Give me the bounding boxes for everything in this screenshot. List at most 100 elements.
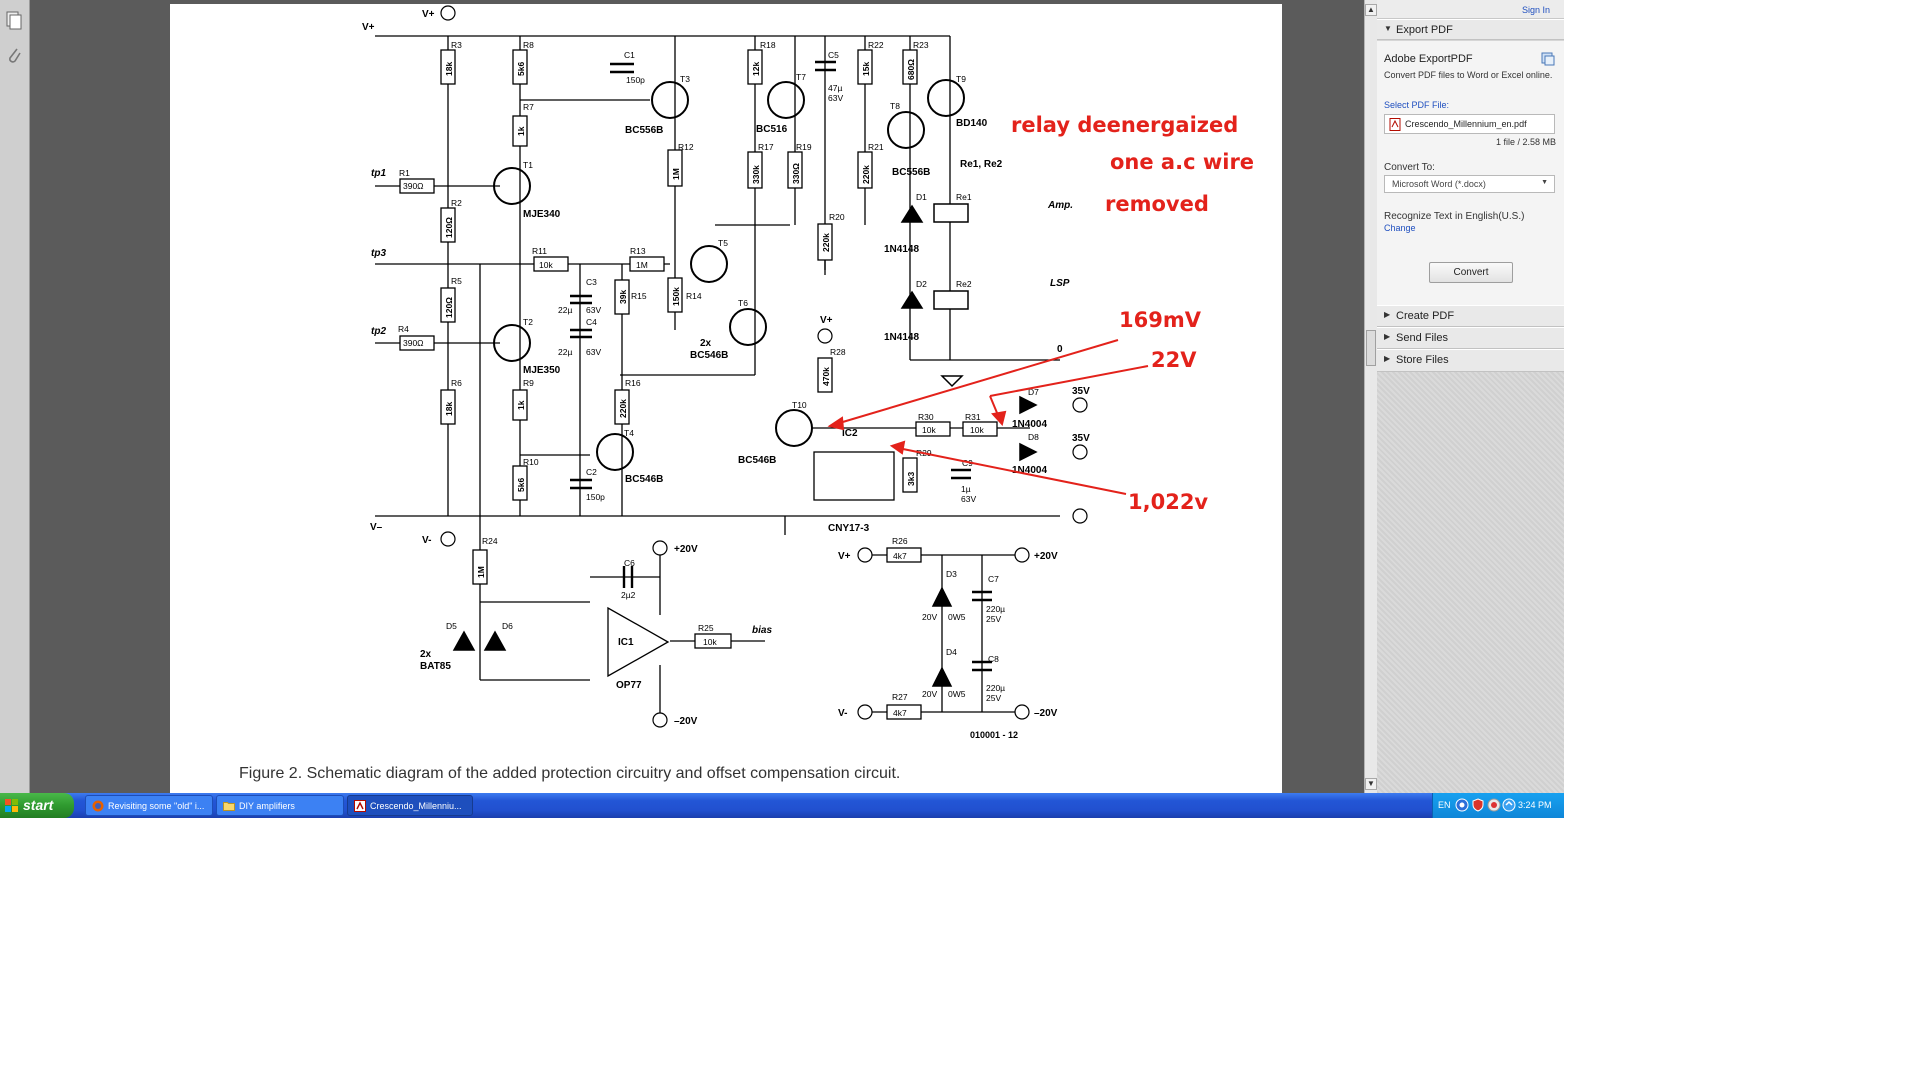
- svg-text:D8: D8: [1028, 432, 1039, 442]
- svg-text:T2: T2: [523, 317, 533, 327]
- svg-text:V-: V-: [838, 708, 847, 719]
- svg-text:T4: T4: [624, 428, 634, 438]
- svg-text:R15: R15: [631, 291, 647, 301]
- svg-text:BC516: BC516: [756, 124, 788, 135]
- change-language-link[interactable]: Change: [1384, 223, 1416, 233]
- svg-text:10k: 10k: [970, 425, 984, 435]
- svg-text:MJE340: MJE340: [523, 209, 561, 220]
- svg-text:1N4004: 1N4004: [1012, 465, 1047, 476]
- svg-text:D4: D4: [946, 647, 957, 657]
- start-label: start: [23, 797, 54, 813]
- svg-text:220k: 220k: [861, 165, 871, 184]
- export-pdf-header[interactable]: ▼ Export PDF: [1377, 19, 1564, 40]
- firefox-icon: [92, 800, 104, 812]
- svg-text:D3: D3: [946, 569, 957, 579]
- network-icon[interactable]: [1455, 798, 1469, 812]
- svg-text:IC1: IC1: [618, 637, 634, 648]
- svg-text:D6: D6: [502, 621, 513, 631]
- svg-text:D7: D7: [1028, 387, 1039, 397]
- start-button[interactable]: start: [0, 793, 74, 818]
- svg-text:C4: C4: [586, 317, 597, 327]
- scroll-down-button[interactable]: ▼: [1365, 778, 1377, 790]
- svg-text:R13: R13: [630, 246, 646, 256]
- svg-text:R1: R1: [399, 168, 410, 178]
- shield-icon[interactable]: [1471, 798, 1485, 812]
- svg-text:1M: 1M: [476, 566, 486, 578]
- scroll-thumb[interactable]: [1366, 330, 1376, 366]
- attachment-icon[interactable]: [5, 45, 23, 65]
- svg-text:10k: 10k: [539, 260, 553, 270]
- annotation-voltage-1022v: 1,022v: [1128, 490, 1209, 514]
- svg-text:35V: 35V: [1072, 433, 1090, 444]
- svg-text:1µ: 1µ: [961, 484, 971, 494]
- svg-text:C2: C2: [586, 467, 597, 477]
- expanded-triangle-icon: ▼: [1384, 24, 1392, 33]
- svg-text:C7: C7: [988, 574, 999, 584]
- windows-logo-icon: [5, 799, 18, 812]
- chevron-down-icon: ▼: [1541, 179, 1548, 186]
- svg-text:1N4148: 1N4148: [884, 244, 919, 255]
- svg-text:1k: 1k: [516, 400, 526, 410]
- info-icon[interactable]: [1541, 52, 1555, 66]
- scroll-up-button[interactable]: ▲: [1365, 4, 1377, 16]
- pdf-icon: [354, 800, 366, 812]
- convert-format-value: Microsoft Word (*.docx): [1392, 179, 1486, 189]
- task-diy-amplifiers[interactable]: DIY amplifiers: [216, 795, 344, 816]
- svg-text:C8: C8: [988, 654, 999, 664]
- svg-text:–20V: –20V: [674, 716, 698, 727]
- pages-icon[interactable]: [5, 11, 23, 31]
- svg-text:R5: R5: [451, 276, 462, 286]
- svg-text:+20V: +20V: [1034, 551, 1058, 562]
- file-info: 1 file / 2.58 MB: [1495, 137, 1556, 147]
- convert-format-select[interactable]: Microsoft Word (*.docx) ▼: [1384, 175, 1555, 193]
- svg-text:25V: 25V: [986, 614, 1001, 624]
- task-label: DIY amplifiers: [239, 801, 295, 811]
- create-pdf-section[interactable]: ▶ Create PDF: [1377, 305, 1564, 327]
- svg-text:0W5: 0W5: [948, 612, 966, 622]
- svg-text:BAT85: BAT85: [420, 661, 451, 672]
- svg-text:Amp.: Amp.: [1047, 200, 1073, 211]
- task-firefox[interactable]: Revisiting some "old" i...: [85, 795, 213, 816]
- send-files-section[interactable]: ▶ Send Files: [1377, 327, 1564, 349]
- svg-text:4k7: 4k7: [893, 551, 907, 561]
- svg-text:150p: 150p: [626, 75, 645, 85]
- svg-text:T5: T5: [718, 238, 728, 248]
- system-tray: EN 3:24 PM: [1432, 793, 1564, 818]
- language-indicator[interactable]: EN: [1438, 800, 1451, 810]
- svg-text:R3: R3: [451, 40, 462, 50]
- svg-text:D5: D5: [446, 621, 457, 631]
- convert-to-label: Convert To:: [1384, 162, 1435, 173]
- svg-text:R22: R22: [868, 40, 884, 50]
- task-adobe-reader[interactable]: Crescendo_Millenniu...: [347, 795, 473, 816]
- svg-text:220µ: 220µ: [986, 683, 1005, 693]
- collapsed-triangle-icon: ▶: [1384, 354, 1391, 363]
- annotation-relay-state: relay deenergaized: [1011, 113, 1239, 137]
- svg-text:63V: 63V: [586, 305, 601, 315]
- svg-text:010001 - 12: 010001 - 12: [970, 730, 1018, 740]
- svg-text:tp3: tp3: [371, 248, 386, 259]
- svg-text:R12: R12: [678, 142, 694, 152]
- svg-text:10k: 10k: [703, 637, 717, 647]
- collapsed-triangle-icon: ▶: [1384, 332, 1391, 341]
- svg-text:BC546B: BC546B: [738, 455, 776, 466]
- annotation-voltage-169mv: 169mV: [1119, 308, 1201, 332]
- folder-icon: [223, 802, 235, 811]
- svg-text:25V: 25V: [986, 693, 1001, 703]
- svg-text:tp1: tp1: [371, 168, 386, 179]
- sign-in-link[interactable]: Sign In: [1521, 5, 1550, 15]
- figure-caption: Figure 2. Schematic diagram of the added…: [239, 765, 901, 782]
- convert-button[interactable]: Convert: [1429, 262, 1513, 283]
- svg-text:bias: bias: [752, 625, 772, 636]
- selected-file-field[interactable]: Crescendo_Millennium_en.pdf: [1384, 114, 1555, 134]
- update-icon[interactable]: [1502, 798, 1516, 812]
- antivirus-icon[interactable]: [1487, 798, 1501, 812]
- clock-time[interactable]: 3:24 PM: [1518, 800, 1552, 810]
- svg-text:3k3: 3k3: [906, 472, 916, 486]
- file-name: Crescendo_Millennium_en.pdf: [1405, 119, 1527, 129]
- document-scrollbar[interactable]: ▲ ▼: [1364, 0, 1378, 793]
- svg-text:Re1, Re2: Re1, Re2: [960, 159, 1003, 170]
- svg-text:T6: T6: [738, 298, 748, 308]
- svg-text:R19: R19: [796, 142, 812, 152]
- store-files-section[interactable]: ▶ Store Files: [1377, 349, 1564, 372]
- svg-text:1N4148: 1N4148: [884, 332, 919, 343]
